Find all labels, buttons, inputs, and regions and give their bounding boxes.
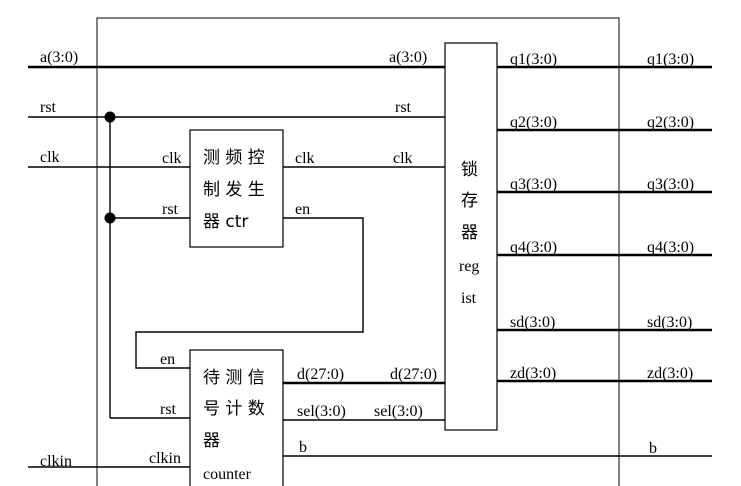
junction-dot [104,212,116,224]
counter-pin-b: b [299,439,307,456]
counter-pin-d: d(27:0) [297,366,344,383]
counter-pin-sel: sel(3:0) [297,403,346,420]
regist-pin-q2: q2(3:0) [510,114,557,131]
regist-pin-q3: q3(3:0) [510,176,557,193]
port-b-label: b [649,440,657,457]
regist-title-char1: 锁 [461,160,478,180]
regist-title-char3: 器 [461,223,478,243]
counter-pin-rst: rst [160,401,177,418]
regist-pin-d: d(27:0) [390,366,437,383]
ctr-pin-rst: rst [162,201,179,218]
ctr-title-line3: 器 ctr [203,212,248,232]
regist-block [444,42,498,431]
ctr-pin-clk-in: clk [162,150,182,167]
counter-pin-clkin: clkin [149,450,181,467]
regist-title-line1: reg [459,258,479,275]
ctr-title-line1: 测 频 控 [203,148,265,168]
port-sd-label: sd(3:0) [647,314,692,331]
regist-title-line2: ist [461,290,477,307]
port-q4-label: q4(3:0) [647,239,694,256]
counter-title-line3: 器 [203,431,220,451]
top-level-boundary [96,17,620,486]
ctr-pin-en: en [295,201,310,218]
counter-title-line4: counter [203,466,252,483]
port-a-label: a(3:0) [40,49,78,66]
ctr-block [189,129,284,248]
ctr-title-line2: 制 发 生 [203,180,265,200]
ctr-pin-clk-out: clk [295,150,315,167]
port-clkin-label: clkin [40,453,72,470]
counter-pin-en: en [160,351,175,368]
port-q3-label: q3(3:0) [647,176,694,193]
counter-title-line1: 待 测 信 [203,368,265,388]
wire-en [135,217,364,369]
port-clk-label: clk [40,149,60,166]
regist-pin-sd: sd(3:0) [510,314,555,331]
junction-dot [104,111,116,123]
port-q1-label: q1(3:0) [647,51,694,68]
port-zd-label: zd(3:0) [647,365,693,382]
counter-block [189,349,284,486]
regist-pin-clk: clk [393,150,413,167]
regist-pin-q4: q4(3:0) [510,239,557,256]
port-rst-label: rst [40,99,57,116]
regist-pin-zd: zd(3:0) [510,365,556,382]
counter-title-line2: 号 计 数 [203,399,265,419]
regist-pin-rst: rst [395,99,412,116]
regist-pin-q1: q1(3:0) [510,51,557,68]
regist-pin-sel: sel(3:0) [374,403,423,420]
regist-title-char2: 存 [461,191,478,211]
port-q2-label: q2(3:0) [647,114,694,131]
regist-pin-a: a(3:0) [389,49,427,66]
